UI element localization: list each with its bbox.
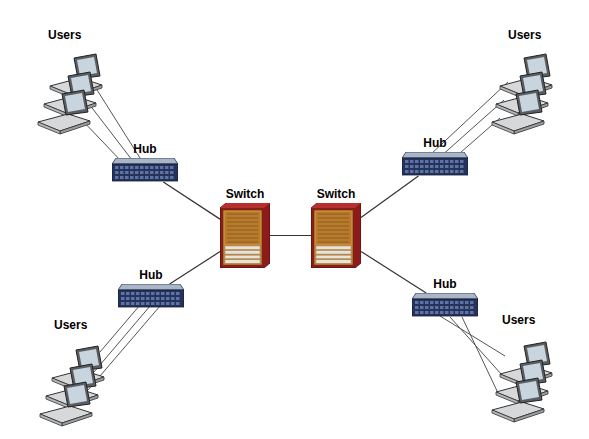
group-label: Users (502, 313, 535, 327)
hub-icon (412, 293, 478, 317)
network-link (361, 176, 418, 217)
hub-label: Hub (139, 268, 162, 282)
group-label: Users (54, 318, 87, 332)
switch-label: Switch (317, 187, 356, 201)
hub-node: Hub (112, 158, 178, 182)
network-link (270, 235, 311, 236)
hub-node: Hub (402, 152, 468, 176)
switch-node: Switch (220, 203, 270, 268)
switch-icon (220, 203, 270, 268)
network-link (163, 182, 220, 219)
network-link (361, 251, 426, 293)
switch-icon (311, 203, 361, 268)
hub-label: Hub (433, 277, 456, 291)
hub-icon (402, 152, 468, 176)
switch-node: Switch (311, 203, 361, 268)
hub-label: Hub (423, 136, 446, 150)
hub-label: Hub (133, 142, 156, 156)
hub-icon (118, 284, 184, 308)
group-label: Users (48, 28, 81, 42)
hub-node: Hub (118, 284, 184, 308)
switch-label: Switch (226, 187, 265, 201)
group-label: Users (508, 28, 541, 42)
hub-node: Hub (412, 293, 478, 317)
network-link (170, 252, 220, 284)
hub-icon (112, 158, 178, 182)
